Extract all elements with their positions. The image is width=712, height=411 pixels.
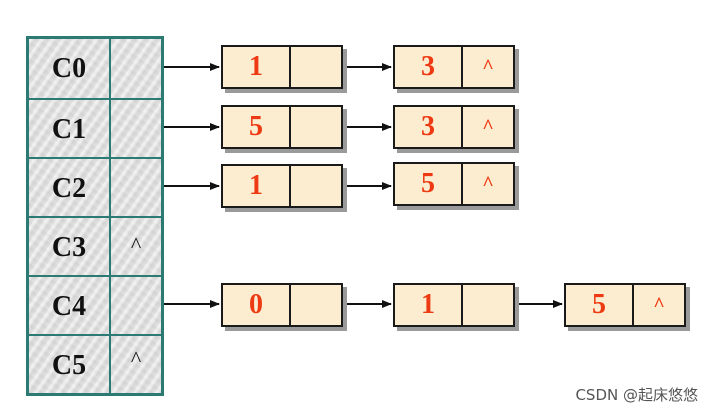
edge-node-value: 1 — [223, 47, 291, 87]
table-divider — [29, 98, 161, 100]
table-divider — [29, 157, 161, 159]
edge-node-value: 5 — [395, 164, 463, 204]
edge-node-value: 5 — [566, 285, 634, 325]
vertex-pointer — [111, 277, 161, 336]
edge-node: 0 — [221, 283, 343, 327]
vertex-pointer: ^ — [130, 346, 142, 371]
vertex-pointer — [111, 159, 161, 218]
edge-node-value: 0 — [223, 285, 291, 325]
edge-node-value: 1 — [223, 166, 291, 206]
edge-node: 5 ^ — [393, 162, 515, 206]
vertex-label: C4 — [29, 277, 111, 336]
table-divider — [29, 216, 161, 218]
vertex-label: C2 — [29, 159, 111, 218]
vertex-label: C3 — [29, 218, 111, 277]
vertex-label: C1 — [29, 100, 111, 159]
edge-node-value: 3 — [395, 47, 463, 87]
vertex-table: C0 C1 C2 C3 ^ C4 C5 ^ — [26, 36, 164, 396]
table-divider — [29, 334, 161, 336]
edge-node-next — [291, 166, 341, 206]
vertex-label: C5 — [29, 336, 111, 395]
edge-node: 5 ^ — [564, 283, 686, 327]
vertex-row-c0: C0 — [29, 39, 161, 98]
watermark: CSDN @起床悠悠 — [575, 386, 698, 404]
edge-node: 3 ^ — [393, 45, 515, 89]
vertex-pointer — [111, 100, 161, 159]
edge-node: 5 — [221, 105, 343, 149]
edge-node: 1 — [221, 164, 343, 208]
vertex-label: C0 — [29, 39, 111, 98]
vertex-row-c5: C5 ^ — [29, 336, 161, 395]
vertex-pointer — [111, 39, 161, 98]
edge-node-next: ^ — [482, 55, 494, 78]
vertex-row-c4: C4 — [29, 277, 161, 336]
vertex-pointer: ^ — [130, 232, 142, 257]
edge-node-next — [291, 285, 341, 325]
edge-node-next — [463, 285, 513, 325]
edge-node: 3 ^ — [393, 105, 515, 149]
vertex-row-c1: C1 — [29, 100, 161, 159]
edge-node: 1 — [221, 45, 343, 89]
edge-node-next: ^ — [482, 172, 494, 195]
edge-node-value: 1 — [395, 285, 463, 325]
table-divider — [29, 275, 161, 277]
edge-node-value: 3 — [395, 107, 463, 147]
vertex-row-c2: C2 — [29, 159, 161, 218]
edge-node-value: 5 — [223, 107, 291, 147]
edge-node-next — [291, 47, 341, 87]
edge-node: 1 — [393, 283, 515, 327]
edge-node-next: ^ — [482, 115, 494, 138]
vertex-row-c3: C3 ^ — [29, 218, 161, 277]
edge-node-next — [291, 107, 341, 147]
edge-node-next: ^ — [653, 293, 665, 316]
